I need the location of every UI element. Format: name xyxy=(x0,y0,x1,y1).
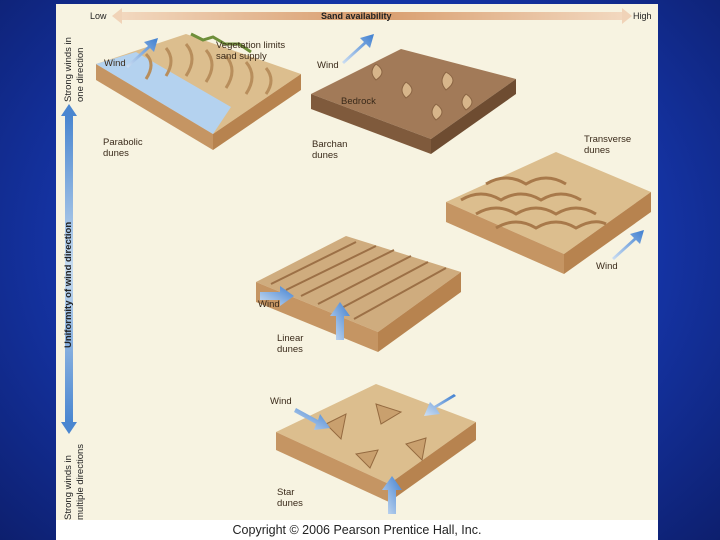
parabolic-dunes-block xyxy=(96,34,301,150)
transverse-name-line2: dunes xyxy=(584,146,610,156)
transverse-name-line1: Transverse xyxy=(584,135,631,145)
linear-name-line2: dunes xyxy=(277,345,303,355)
bedrock-label: Bedrock xyxy=(341,97,376,107)
wind-arrow-icon xyxy=(342,34,374,64)
barchan-name-line2: dunes xyxy=(312,151,338,161)
parabolic-name-line1: Parabolic xyxy=(103,138,143,148)
parabolic-name-line2: dunes xyxy=(103,149,129,159)
star-name-line2: dunes xyxy=(277,499,303,509)
vegetation-note-line1: Vegetation limits xyxy=(216,41,285,51)
transverse-dunes-block xyxy=(446,152,651,274)
top-wind-label-line2: one direction xyxy=(76,48,86,102)
figure-panel: Low Sand availability High Strong winds … xyxy=(56,4,658,520)
uniformity-label: Uniformity of wind direction xyxy=(64,222,74,348)
copyright-text: Copyright © 2006 Pearson Prentice Hall, … xyxy=(56,520,658,540)
dune-diagram xyxy=(56,4,658,520)
linear-name-line1: Linear xyxy=(277,334,303,344)
star-wind-label: Wind xyxy=(270,397,292,407)
barchan-name-line1: Barchan xyxy=(312,140,347,150)
barchan-wind-label: Wind xyxy=(317,61,339,71)
parabolic-wind-label: Wind xyxy=(104,59,126,69)
high-label: High xyxy=(633,11,652,21)
vegetation-note-line2: sand supply xyxy=(216,52,267,62)
top-wind-label-line1: Strong winds in xyxy=(64,37,74,102)
transverse-wind-label: Wind xyxy=(596,262,618,272)
low-label: Low xyxy=(90,11,107,21)
sand-availability-title: Sand availability xyxy=(321,11,392,21)
bottom-wind-label-line2: multiple directions xyxy=(76,444,86,520)
star-name-line1: Star xyxy=(277,488,294,498)
bottom-wind-label-line1: Strong winds in xyxy=(64,455,74,520)
linear-wind-label: Wind xyxy=(258,300,280,310)
